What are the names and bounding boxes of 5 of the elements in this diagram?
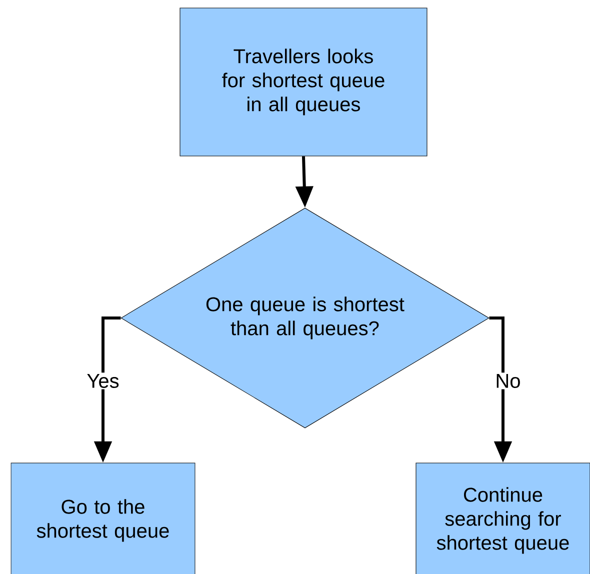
process-box: Travellers looks for shortest queue in all queues: [180, 8, 428, 156]
process-box: Go to the shortest queue: [10, 462, 196, 574]
process-box: Continue searching for shortest queue: [416, 462, 590, 574]
edge-label: No: [494, 372, 522, 390]
edge-label: Yes: [85, 372, 121, 390]
